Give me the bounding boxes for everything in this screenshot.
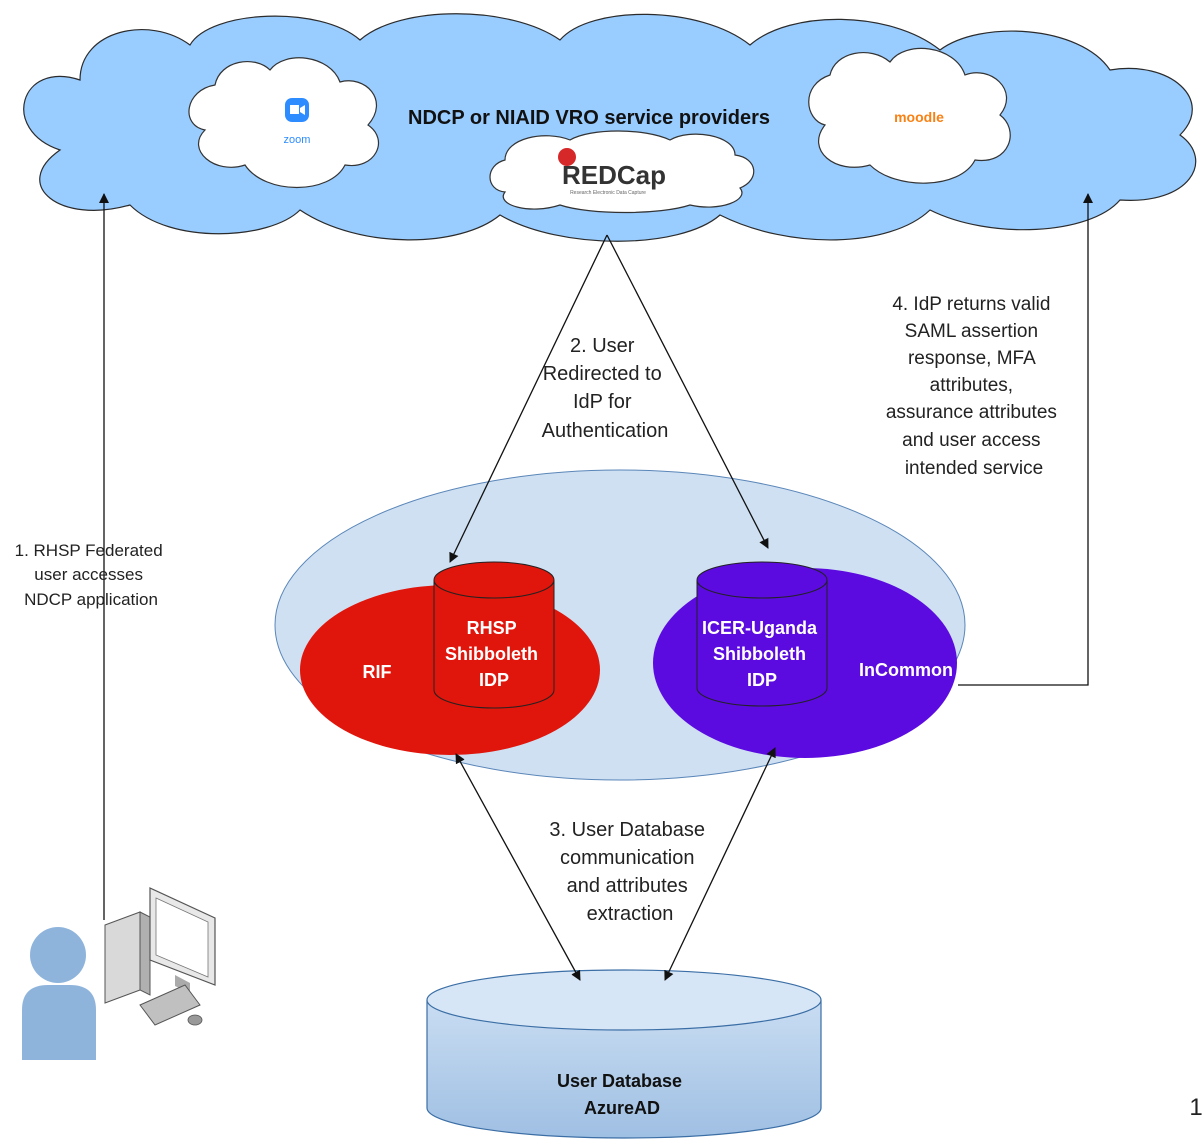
arrow-step3-icer <box>664 747 776 981</box>
moodle-logo: moodle <box>894 109 944 125</box>
redcap-logo: REDCap <box>562 160 666 190</box>
arrow-step2-icer <box>606 234 769 549</box>
page-number: 1 <box>1189 1094 1202 1121</box>
arrow-step4 <box>958 193 1093 686</box>
moodle-cloud <box>808 47 1011 184</box>
step1-label: 1. RHSP Federated user accesses NDCP app… <box>15 541 168 609</box>
user-database-cylinder <box>426 1000 822 1139</box>
step2-label: 2. User Redirected to IdP for Authentica… <box>542 335 669 442</box>
zoom-label: zoom <box>284 134 311 146</box>
arrow-step3-rhsp <box>455 753 581 981</box>
redcap-subtitle: Research Electronic Data Capture <box>570 190 646 196</box>
user-person-icon <box>22 927 96 1060</box>
redcap-cloud <box>489 130 755 214</box>
rhsp-idp-cylinder <box>433 580 555 709</box>
rif-label: RIF <box>363 662 392 682</box>
redcap-logo-icon <box>558 148 576 166</box>
step4-label: 4. IdP returns valid SAML assertion resp… <box>886 294 1062 479</box>
zoom-cloud <box>188 57 380 189</box>
icer-idp-label: ICER-Uganda Shibboleth IDP <box>702 618 822 690</box>
computer-icon <box>104 887 216 1026</box>
icer-idp-cylinder <box>696 580 828 707</box>
diagram-title: NDCP or NIAID VRO service providers <box>408 107 770 129</box>
step3-label: 3. User Database communication and attri… <box>549 819 710 925</box>
rhsp-idp-label: RHSP Shibboleth IDP <box>445 618 543 690</box>
database-label: User Database AzureAD <box>557 1071 687 1118</box>
arrow-step2-rhsp <box>449 234 608 563</box>
incommon-label: InCommon <box>859 660 953 680</box>
